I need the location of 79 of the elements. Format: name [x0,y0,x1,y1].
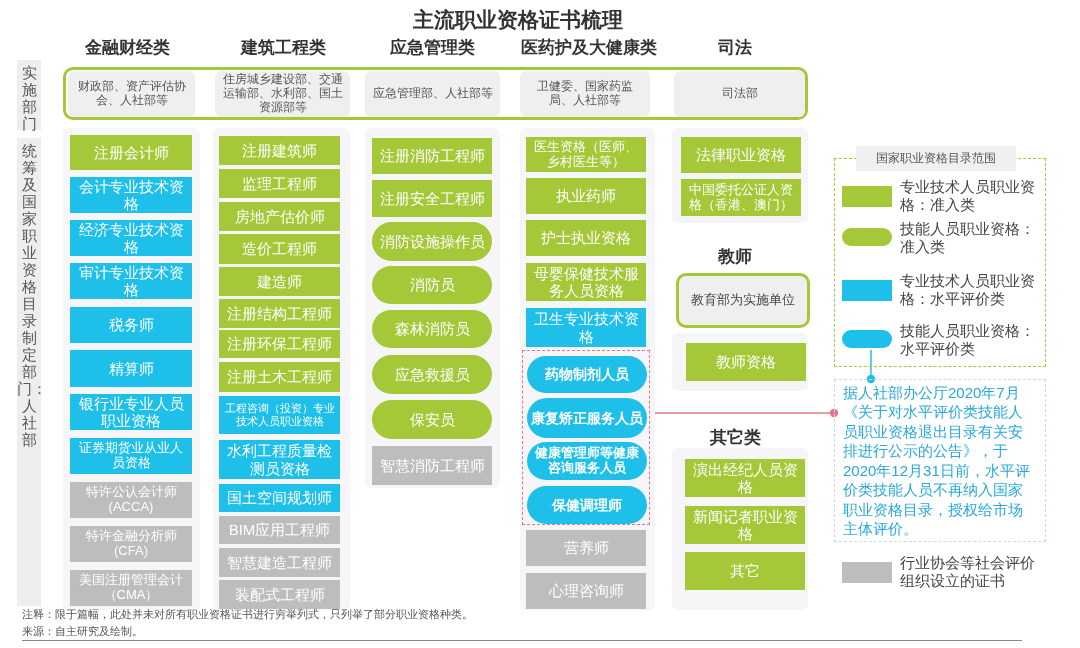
department-box: 教育部为实施单位 [676,273,810,328]
certificate-box: 法律职业资格 [681,137,801,173]
certificate-box: 卫生专业技术资格 [526,308,646,347]
certificate-box: 银行业专业人员职业资格 [70,394,192,430]
certificate-box: 智慧消防工程师 [372,446,492,485]
category-heading: 金融财经类 [84,37,170,59]
certificate-box: 造价工程师 [219,234,340,264]
legend-label: 技能人员职业资格：水平评价类 [900,322,1036,358]
certificate-box: 医生资格（医师、乡村医生等） [526,137,646,172]
side-label: 实施部门 [17,60,41,130]
certificate-box: 教师资格 [686,343,806,381]
certificate-box: 建造师 [219,267,340,296]
certificate-box: 心理咨询师 [526,573,646,609]
title: 主流职业资格证书梳理 [413,7,623,33]
certificate-box: 经济专业技术资格 [70,220,192,256]
certificate-box: 审计专业技术资格 [70,263,192,299]
category-heading: 教师 [718,246,752,268]
certificate-box: 注册土木工程师 [219,362,340,392]
certificate-box: BIM应用工程师 [219,516,340,544]
certificate-box: 美国注册管理会计（CMA） [70,570,192,606]
legend-label: 行业协会等社会评价组织设立的证书 [900,554,1036,590]
certificate-box: 房地产估价师 [219,202,340,231]
category-heading: 建筑工程类 [240,37,326,59]
certificate-box: 水利工程质量检测员资格 [219,440,340,479]
certificate-box: 国土空间规划师 [219,484,340,512]
certificate-box: 执业药师 [526,178,646,214]
side-label: 统筹及国家职业资格目录制定部门：人社部 [17,138,41,606]
certificate-box: 注册消防工程师 [372,138,492,174]
certificate-pill: 保健调理师 [527,486,647,524]
certificate-pill: 保安员 [372,400,492,439]
certificate-pill: 消防设施操作员 [372,222,492,261]
category-heading: 其它类 [709,427,761,449]
department-box: 应急管理部、人社部等 [365,71,500,117]
dashed-group-box [522,350,650,525]
certificate-box: 注册环保工程师 [219,330,340,358]
node-label: 注册环保工程师 [227,335,332,353]
certificate-pill: 健康管理师等健康咨询服务人员 [527,442,647,480]
category-heading: 司法 [718,37,752,59]
certificate-box: 护士执业资格 [526,220,646,256]
certificate-box: 装配式工程师 [219,580,340,609]
certificate-pill: 消防员 [372,266,492,304]
certificate-box: 注册安全工程师 [372,180,492,217]
certificate-box: 中国委托公证人资格（香港、澳门） [681,179,801,216]
legend-label: 技能人员职业资格：准入类 [900,220,1036,256]
department-box: 财政部、资产评估协会、人社部等 [68,71,195,117]
certificate-box: 证券期货业从业人员资格 [70,438,192,474]
certificate-box: 工程咨询（投资）专业技术人员职业资格 [219,396,340,434]
legend-heading: 国家职业资格目录范围 [856,146,1016,171]
certificate-box: 新闻记者职业资格 [685,506,805,544]
footnote: 注释：限于篇幅，此处并未对所有职业资格证书进行穷举列式，只列举了部分职业资格种类。 [22,607,473,622]
department-box: 住房城乡建设部、交通运输部、水利部、国土资源部等 [215,71,350,117]
certificate-box: 税务师 [70,307,192,343]
certificate-box: 注册建筑师 [219,136,340,165]
department-box: 卫健委、国家药监局、人社部等 [520,71,650,117]
certificate-box: 智慧建造工程师 [219,548,340,577]
certificate-box: 特许金融分析师(CFA) [70,526,192,562]
legend-label: 专业技术人员职业资格：准入类 [900,178,1036,214]
department-box: 司法部 [674,71,805,117]
certificate-pill: 康复矫正服务人员 [527,398,647,438]
category-heading: 应急管理类 [389,37,475,59]
certificate-pill: 药物制剂人员 [527,356,647,393]
certificate-pill: 森林消防员 [372,310,492,348]
certificate-box: 演出经纪人员资格 [685,459,805,497]
certificate-box: 监理工程师 [219,169,340,198]
certificate-box: 母婴保健技术服务人员资格 [526,263,646,301]
certificate-box: 注册结构工程师 [219,299,340,328]
certificate-box: 注册会计师 [70,135,192,170]
legend-label: 专业技术人员职业资格：水平评价类 [900,272,1036,308]
certificate-box: 营养师 [526,530,646,566]
source-note: 来源：自主研究及绘制。 [22,624,143,639]
certificate-box: 会计专业技术资格 [70,177,192,213]
note-box: 据人社部办公厅2020年7月《关于对水平评价类技能人员职业资格退出目录有关安排进行公示的公告》，于2020年12月31日前，水平评价类技能人员不再纳入国家职业资格目录，授权给市场主体评价。 [834,379,1046,542]
connector-line [866,349,876,384]
certificate-box: 其它 [685,552,805,590]
category-heading: 医药护及大健康类 [521,37,657,59]
node-label: 注册结构工程师 [227,304,332,322]
certificate-box: 特许公认会计师(ACCA) [70,482,192,518]
certificate-box: 精算师 [70,350,192,387]
certificate-pill: 应急救援员 [372,355,492,394]
